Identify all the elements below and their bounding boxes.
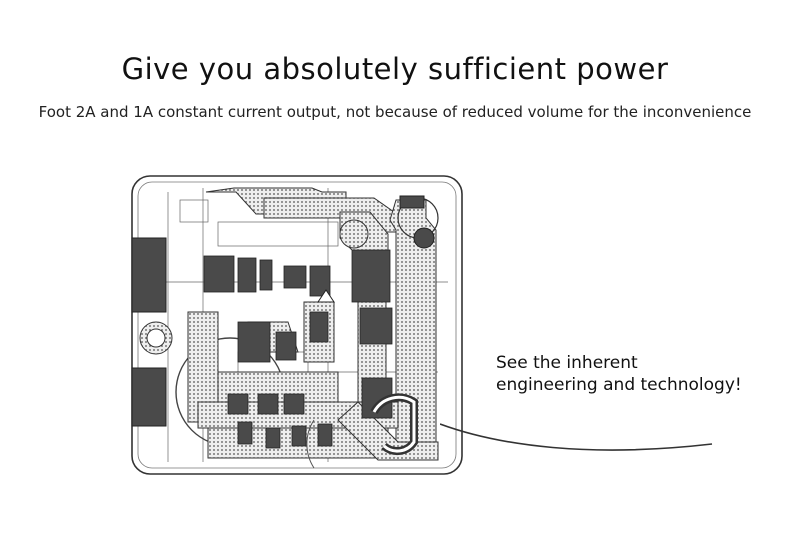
callout-line-1: See the inherent <box>496 353 638 373</box>
pcb-components <box>203 249 393 449</box>
page-title: Give you absolutely sufficient power <box>121 52 669 86</box>
board-inner-outline <box>137 181 457 469</box>
left-connector-bottom <box>131 367 167 427</box>
callout-leader-line <box>440 423 713 451</box>
left-connector-top <box>131 237 167 313</box>
warning-triangle-icon <box>317 289 335 303</box>
pcb-board-illustration <box>131 175 463 475</box>
callout-text: See the inherent engineering and technol… <box>496 352 742 396</box>
page-subtitle: Foot 2A and 1A constant current output, … <box>38 103 752 121</box>
bottom-arc-outline <box>306 419 315 469</box>
capacitor-pad <box>339 219 369 249</box>
callout-line-2: engineering and technology! <box>496 375 742 395</box>
